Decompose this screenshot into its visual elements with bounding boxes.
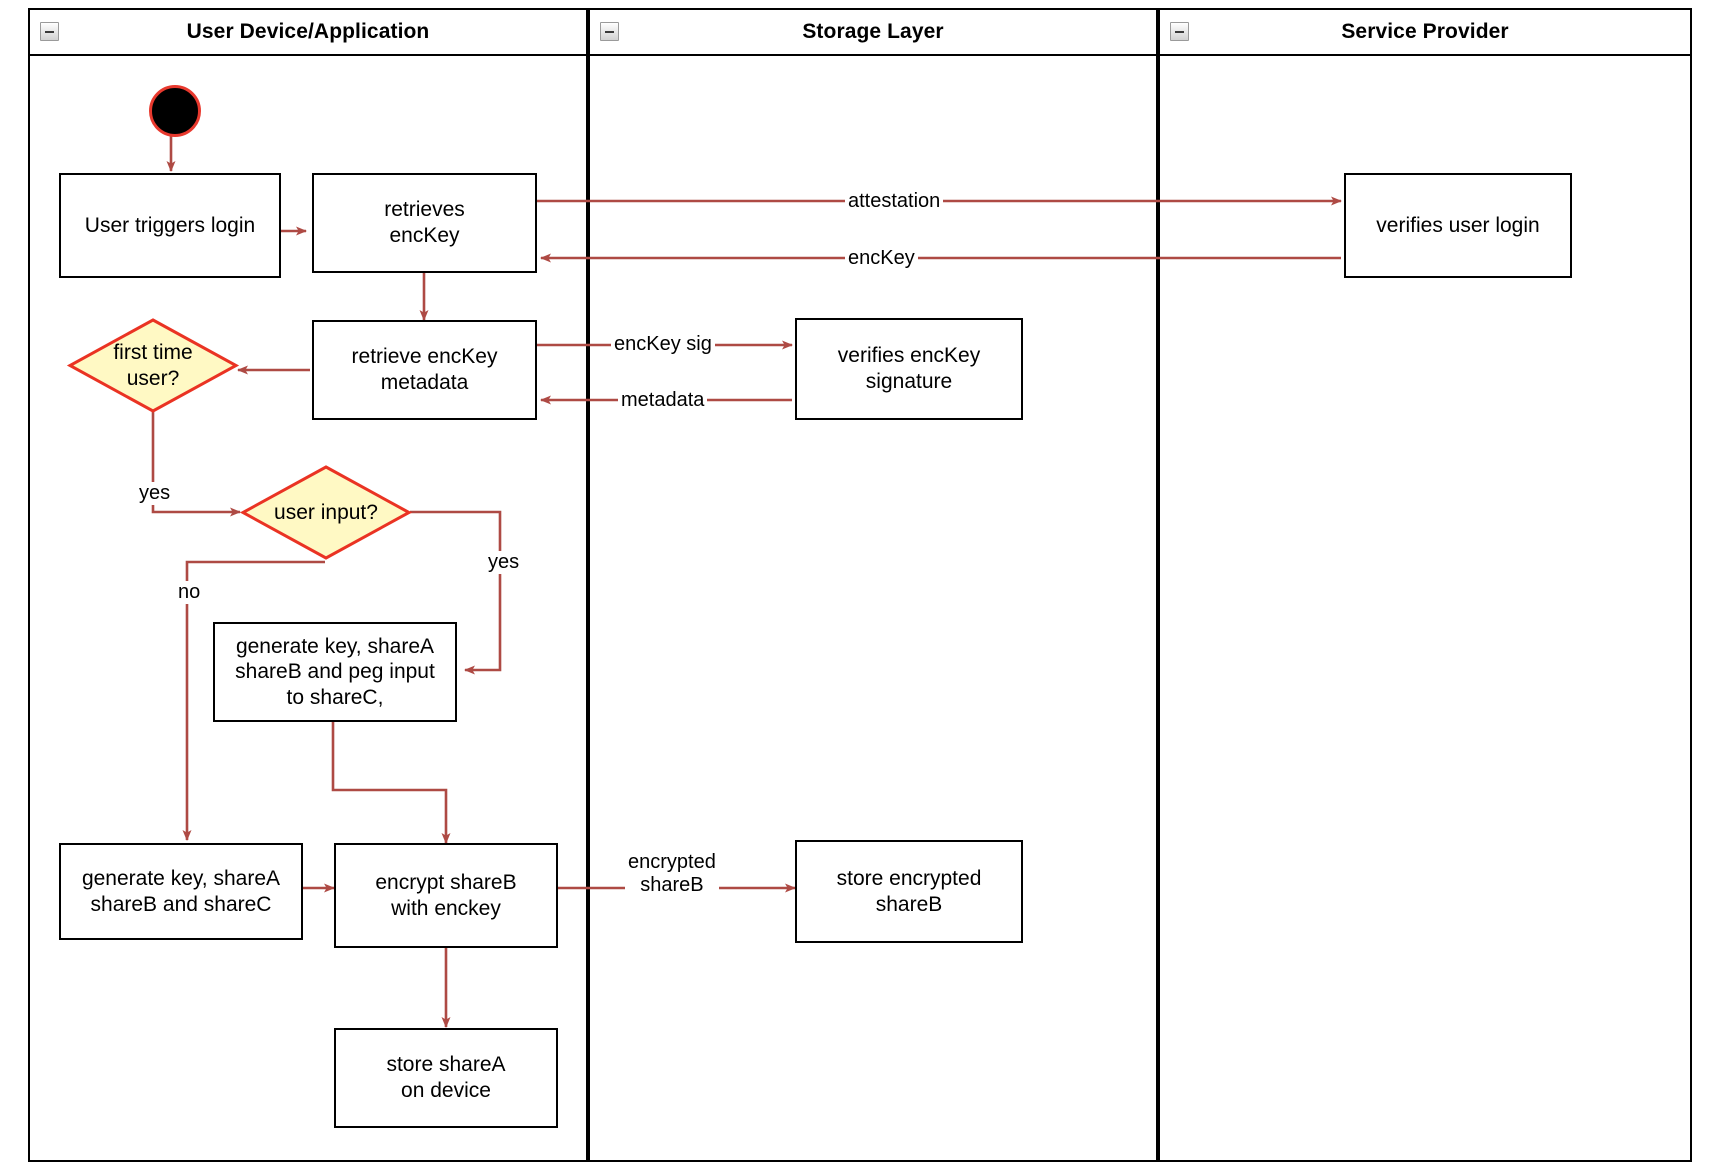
- node-label: generate key, shareA shareB and shareC: [81, 866, 281, 916]
- swimlane-storage-layer[interactable]: Storage Layer: [588, 8, 1158, 1162]
- decision-user-input[interactable]: user input?: [239, 465, 413, 560]
- node-encrypt-shareb[interactable]: encrypt shareB with enckey: [334, 843, 558, 948]
- edge-label-encrypted-shareb: encrypted shareB: [625, 851, 719, 897]
- decision-first-time-user[interactable]: first time user?: [66, 318, 240, 413]
- start-node[interactable]: [149, 85, 201, 137]
- node-label: store encrypted shareB: [836, 866, 982, 916]
- node-retrieve-enckey-metadata[interactable]: retrieve encKey metadata: [312, 320, 537, 420]
- edge-label-enckey: encKey: [845, 247, 918, 270]
- node-store-sharea[interactable]: store shareA on device: [334, 1028, 558, 1128]
- edge-label-no-user-input: no: [175, 581, 204, 604]
- minus-box-icon[interactable]: [40, 22, 59, 41]
- edge-label-enckey-sig: encKey sig: [611, 333, 715, 356]
- node-label: retrieves encKey: [384, 198, 465, 247]
- node-label: store shareA on device: [386, 1053, 506, 1102]
- node-label: User triggers login: [84, 213, 256, 237]
- node-store-encrypted-shareb[interactable]: store encrypted shareB: [795, 840, 1023, 943]
- edge-label-metadata: metadata: [618, 389, 708, 412]
- node-label: encrypt shareB with enckey: [375, 870, 517, 920]
- swimlane-title-service-provider: Service Provider: [1341, 20, 1509, 43]
- node-generate-key-peg-input[interactable]: generate key, shareA shareB and peg inpu…: [213, 622, 457, 722]
- minus-box-icon[interactable]: [600, 22, 619, 41]
- swimlane-header-service-provider: Service Provider: [1160, 10, 1690, 56]
- swimlane-service-provider[interactable]: Service Provider: [1158, 8, 1692, 1162]
- node-retrieves-enckey[interactable]: retrieves encKey: [312, 173, 537, 273]
- node-label: generate key, shareA shareB and peg inpu…: [235, 634, 435, 709]
- swimlane-title-user-device: User Device/Application: [186, 20, 430, 43]
- swimlane-header-user-device: User Device/Application: [30, 10, 586, 56]
- edge-label-yes-user-input: yes: [485, 551, 523, 574]
- swimlane-title-storage-layer: Storage Layer: [802, 20, 944, 43]
- node-verifies-user-login[interactable]: verifies user login: [1344, 173, 1572, 278]
- node-label: retrieve encKey metadata: [351, 345, 498, 394]
- node-label: verifies user login: [1376, 213, 1540, 237]
- swimlane-header-storage-layer: Storage Layer: [590, 10, 1156, 56]
- node-verifies-enckey-signature[interactable]: verifies encKey signature: [795, 318, 1023, 420]
- node-label: verifies encKey signature: [837, 344, 981, 393]
- node-generate-key-shares[interactable]: generate key, shareA shareB and shareC: [59, 843, 303, 940]
- edge-label-attestation: attestation: [845, 190, 944, 213]
- edge-label-yes-first-time: yes: [136, 482, 174, 505]
- node-user-triggers-login[interactable]: User triggers login: [59, 173, 281, 278]
- minus-box-icon[interactable]: [1170, 22, 1189, 41]
